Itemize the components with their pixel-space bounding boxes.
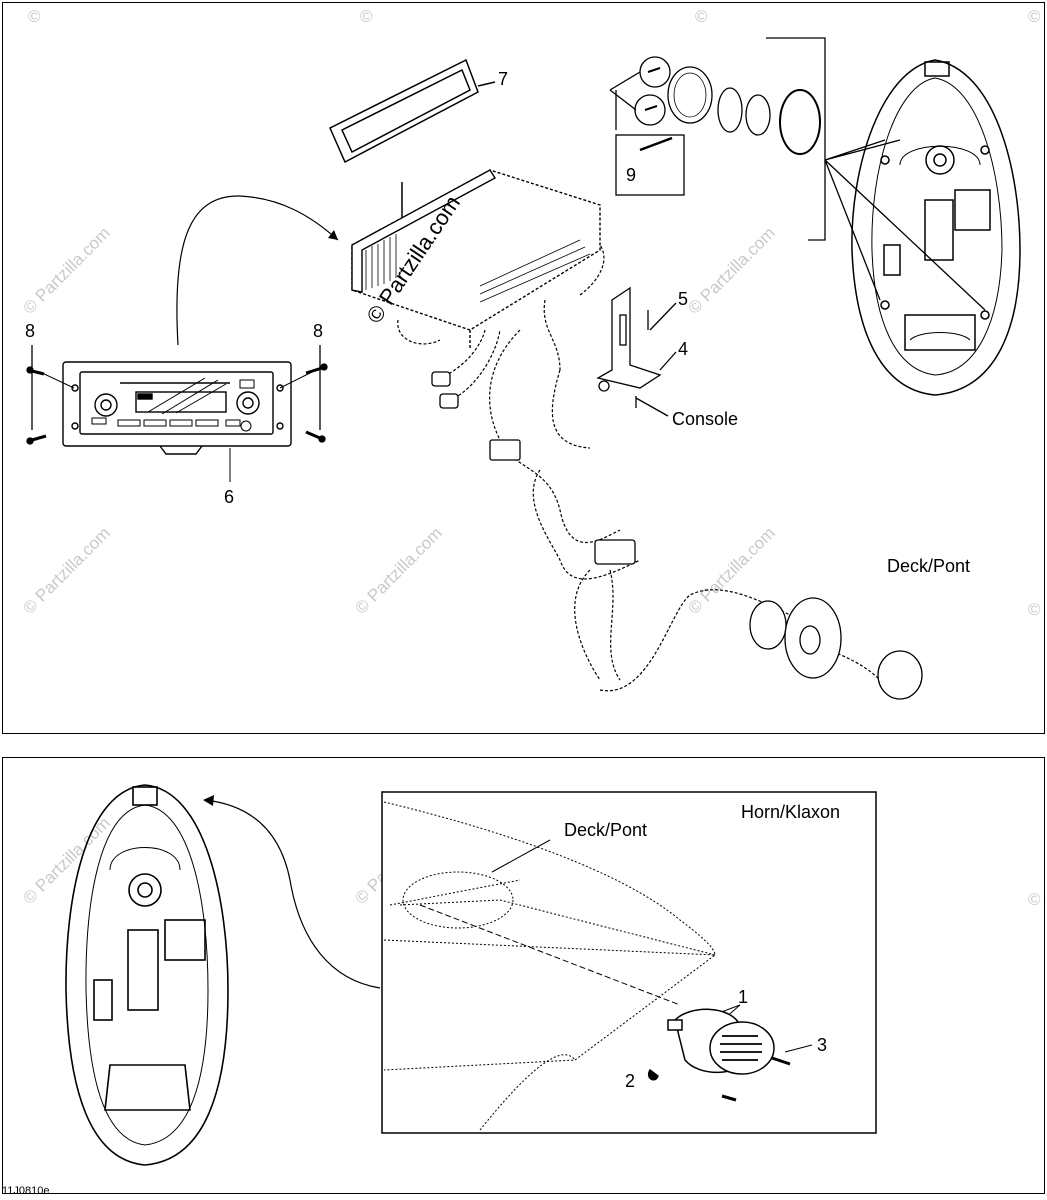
top-panel	[2, 2, 1045, 734]
console-label: Console	[672, 409, 739, 429]
inset-title: Horn/Klaxon	[741, 802, 841, 822]
watermark-copy: © Partzilla.com	[19, 523, 113, 617]
callout-3: 3	[817, 1035, 828, 1055]
watermark-copy: ©	[360, 7, 373, 26]
callout-6: 6	[224, 487, 235, 507]
gasket-frame	[329, 58, 496, 225]
leader-lines	[39, 371, 313, 482]
speaker-kit	[609, 37, 986, 311]
callout-2: 2	[625, 1071, 636, 1091]
callout-7: 7	[498, 69, 509, 89]
connectors	[431, 371, 923, 700]
assembly-arrow	[176, 195, 339, 346]
watermark-copy: ©	[695, 7, 708, 26]
assembly-arrow	[204, 799, 381, 989]
watermark-copy: ©	[1028, 890, 1041, 909]
stereo-radio-unit	[62, 361, 292, 455]
arrowhead	[328, 230, 338, 240]
callout-9: 9	[626, 165, 637, 185]
callout-4: 4	[678, 339, 689, 359]
watermark-copy: ©	[1028, 7, 1041, 26]
mounting-bracket	[596, 286, 677, 417]
arrowhead	[203, 795, 214, 806]
callout-8-right: 8	[313, 321, 324, 341]
screw-parts	[26, 345, 328, 445]
figure-code: 11J0810e	[2, 1185, 50, 1197]
hull-bottom-view	[65, 784, 229, 1166]
watermark-copy: ©	[28, 7, 41, 26]
deck-label-top: Deck/Pont	[887, 556, 971, 576]
callout-8-left: 8	[25, 321, 36, 341]
horn-part	[647, 1008, 791, 1102]
hull-top-view	[851, 59, 1021, 396]
background-watermarks: © © © © © Partzilla.com © Partzilla.com …	[19, 7, 1041, 909]
callout-1: 1	[738, 987, 749, 1007]
watermark-copy: © Partzilla.com	[19, 223, 113, 317]
deck-outline	[383, 801, 716, 1131]
callout-5: 5	[678, 289, 689, 309]
radio-housing	[351, 169, 601, 350]
horn-inset-box	[381, 791, 877, 1134]
watermark-copy: ©	[1028, 600, 1041, 619]
deck-label-bottom: Deck/Pont	[564, 820, 648, 840]
watermark-copy: © Partzilla.com	[684, 223, 778, 317]
watermark-copy: © Partzilla.com	[351, 523, 445, 617]
